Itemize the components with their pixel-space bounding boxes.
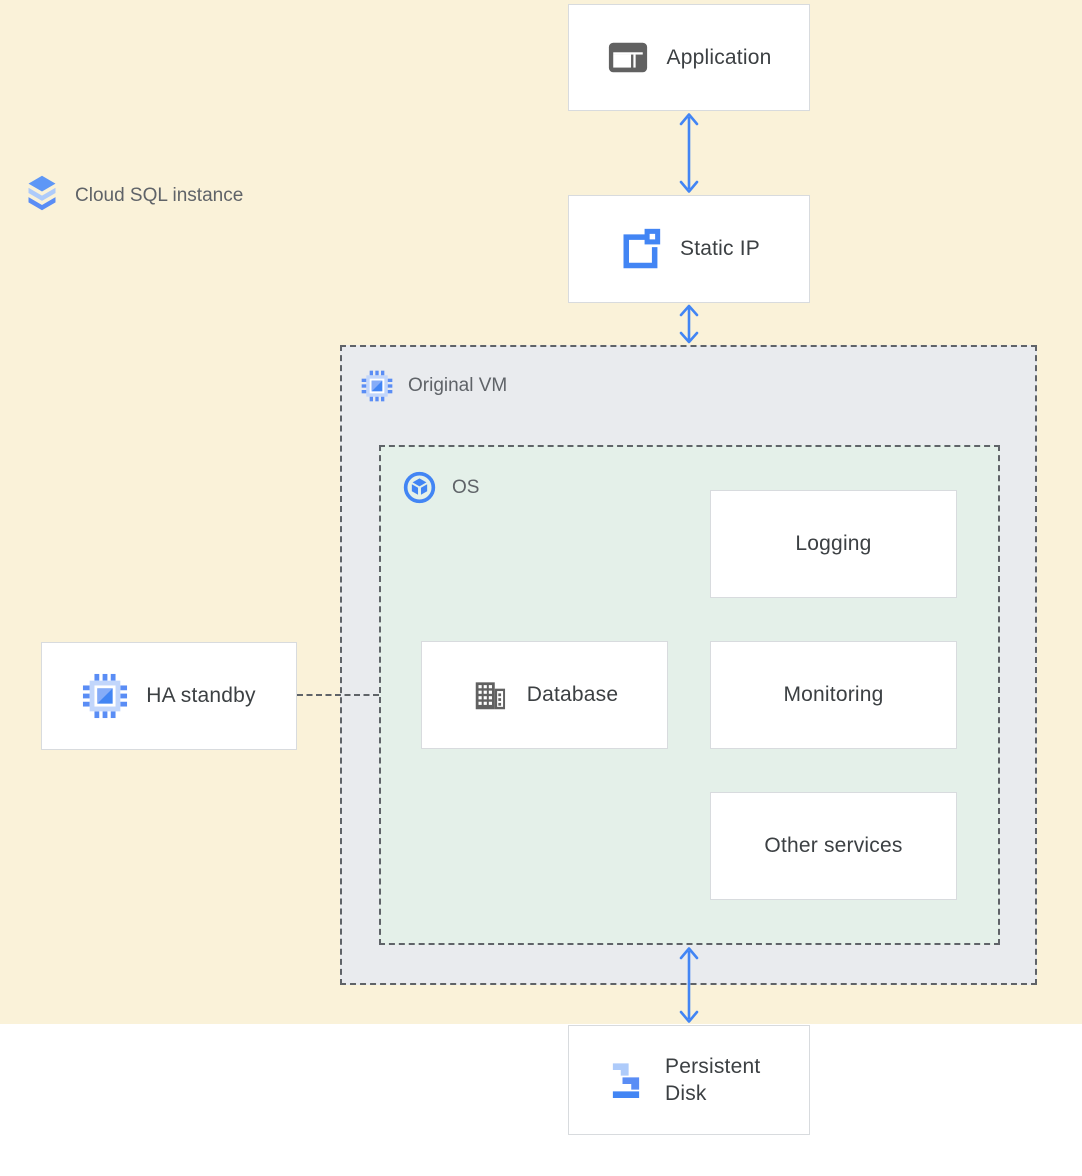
- persistent-disk-icon: [612, 1063, 640, 1098]
- static-ip-node: Static IP: [568, 195, 810, 303]
- original-vm-zone-label: Original VM: [361, 370, 507, 402]
- static-ip-node-label: Static IP: [680, 237, 760, 260]
- hastandby-vm-dashed-connector: [297, 694, 379, 696]
- os-zone-label: OS: [402, 470, 479, 505]
- logging-node: Logging: [710, 490, 957, 598]
- compute-engine-chip-icon: [83, 673, 128, 719]
- database-node: Database: [421, 641, 668, 749]
- other-services-node-label: Other services: [764, 834, 903, 857]
- database-node-label: Database: [526, 683, 619, 706]
- cloud-sql-zone-label-text: Cloud SQL instance: [75, 185, 244, 206]
- ha-standby-node: HA standby: [41, 642, 297, 750]
- os-zone-label-text: OS: [452, 476, 480, 498]
- ha-standby-node-label: HA standby: [146, 684, 256, 707]
- compute-engine-chip-icon: [361, 370, 393, 402]
- monitoring-node-label: Monitoring: [783, 683, 884, 706]
- persistent-disk-node: Persistent Disk: [568, 1025, 810, 1135]
- cloud-sql-zone-label: Cloud SQL instance: [24, 174, 243, 218]
- static-ip-icon: [623, 228, 661, 269]
- application-node-label: Application: [666, 45, 772, 69]
- database-building-icon: [475, 682, 505, 710]
- application-staticip-arrow: [679, 113, 699, 193]
- application-node: Application: [568, 4, 810, 111]
- original-vm-zone-label-text: Original VM: [408, 375, 508, 396]
- cloud-sql-icon: [28, 175, 56, 211]
- logging-node-label: Logging: [795, 532, 872, 555]
- monitoring-node: Monitoring: [710, 641, 957, 749]
- os-persistentdisk-arrow: [679, 947, 699, 1023]
- staticip-vm-arrow: [679, 304, 699, 344]
- os-cube-icon: [403, 471, 436, 504]
- persistent-disk-node-label: Persistent Disk: [665, 1055, 761, 1105]
- other-services-node: Other services: [710, 792, 957, 900]
- application-window-icon: [608, 42, 647, 73]
